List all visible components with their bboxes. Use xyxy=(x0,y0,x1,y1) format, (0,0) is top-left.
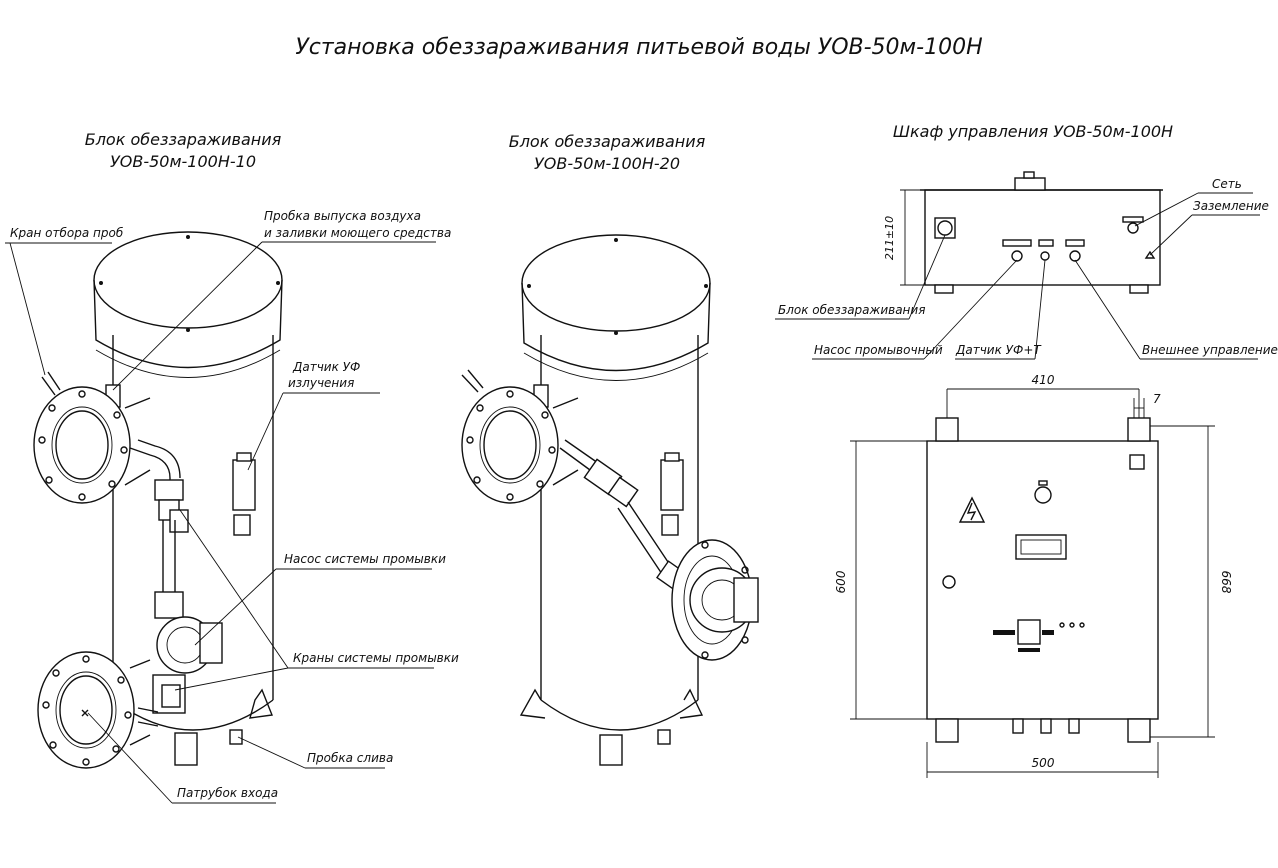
label-uv-t-sensor: Датчик УФ+Т xyxy=(955,343,1042,357)
top-flange xyxy=(33,386,131,504)
label-flush-valves: Краны системы промывки xyxy=(293,651,459,665)
bottom-flange xyxy=(37,651,135,769)
label-grounding: Заземление xyxy=(1193,199,1269,213)
label-air-plug-line2: и заливки моющего средства xyxy=(264,226,451,240)
block1-title-line2: УОВ-50м-100Н-10 xyxy=(110,152,256,171)
block1-title-line1: Блок обеззараживания xyxy=(85,130,282,149)
dim-mount-spacing: 410 xyxy=(1032,373,1055,387)
block2-title-line1: Блок обеззараживания xyxy=(509,132,706,151)
dim-side-height: 211±10 xyxy=(883,216,896,260)
unit-block-10 xyxy=(33,231,283,769)
label-flush-pump: Насос системы промывки xyxy=(284,552,446,566)
label-mains: Сеть xyxy=(1212,177,1242,191)
cabinet-front-view: 410 7 600 668 500 xyxy=(834,373,1233,778)
label-air-plug-line1: Пробка выпуска воздуха xyxy=(264,209,421,223)
lid-top xyxy=(521,234,711,332)
dim-width: 500 xyxy=(1032,756,1055,770)
label-flushing-pump: Насос промывочный xyxy=(814,343,943,357)
lid-top xyxy=(93,231,283,329)
label-inlet-pipe: Патрубок входа xyxy=(177,786,278,800)
dim-body-height: 600 xyxy=(834,570,848,593)
block2-title-line2: УОВ-50м-100Н-20 xyxy=(534,154,680,173)
label-uv-sensor-line1: Датчик УФ xyxy=(292,360,360,374)
label-disinfection-block: Блок обеззараживания xyxy=(778,303,925,317)
label-external-control: Внешнее управление xyxy=(1142,343,1278,357)
drawing-title: Установка обеззараживания питьевой воды … xyxy=(295,35,982,60)
dim-overall-height: 668 xyxy=(1219,571,1233,594)
unit-block-20 xyxy=(461,234,759,766)
cabinet-side-view: 211±10 xyxy=(883,171,1163,294)
label-sampling-valve: Кран отбора проб xyxy=(10,226,124,240)
cabinet-title: Шкаф управления УОВ-50м-100Н xyxy=(893,122,1173,141)
dim-hole-offset: 7 xyxy=(1153,392,1161,406)
label-drain-plug: Пробка слива xyxy=(307,751,393,765)
label-uv-sensor-line2: излучения xyxy=(288,376,354,390)
